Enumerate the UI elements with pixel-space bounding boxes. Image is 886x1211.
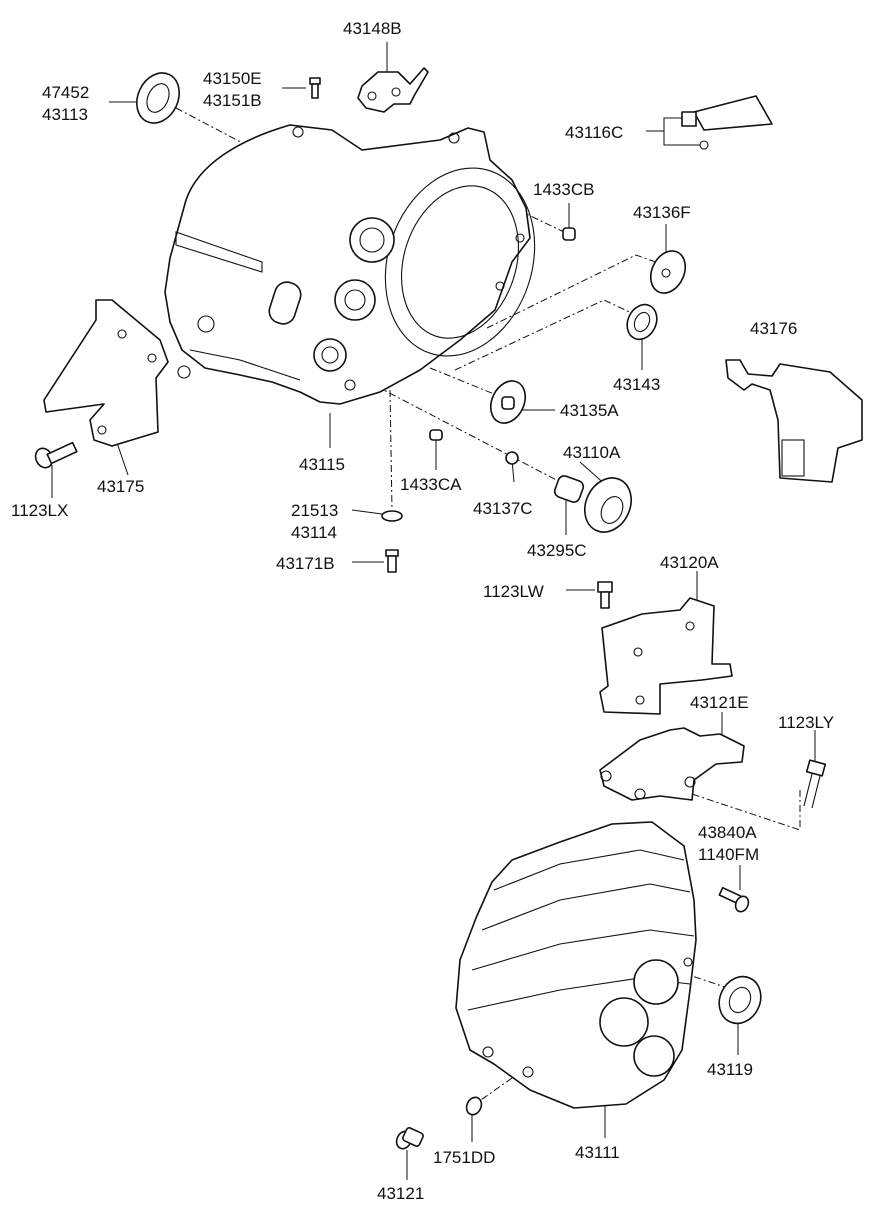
label-1433CB: 1433CB bbox=[533, 180, 594, 199]
label-43113: 43113 bbox=[42, 105, 88, 124]
leader-lines bbox=[51, 42, 816, 1180]
label-21513: 21513 bbox=[291, 501, 338, 520]
transaxle-case-43111 bbox=[455, 821, 697, 1109]
label-43136F: 43136F bbox=[633, 203, 691, 222]
label-1751DD: 1751DD bbox=[433, 1148, 495, 1167]
cover-43135A bbox=[489, 380, 527, 424]
label-43111: 43111 bbox=[575, 1143, 620, 1162]
label-43120A: 43120A bbox=[660, 553, 719, 572]
bracket-43176 bbox=[725, 359, 863, 483]
label-47452: 47452 bbox=[42, 83, 89, 102]
bolt-1140FM bbox=[718, 886, 750, 913]
transaxle-case-43115 bbox=[164, 124, 536, 405]
plug-43121 bbox=[395, 1127, 424, 1150]
label-1140FM: 1140FM bbox=[698, 845, 759, 864]
washer-1751DD bbox=[465, 1096, 483, 1116]
label-43135A: 43135A bbox=[560, 401, 619, 420]
label-43295C: 43295C bbox=[527, 541, 587, 560]
plug-43171B bbox=[385, 549, 399, 573]
label-43121: 43121 bbox=[377, 1184, 424, 1203]
bearing-43110A bbox=[584, 477, 632, 533]
label-43116C: 43116C bbox=[565, 123, 623, 142]
label-43840A: 43840A bbox=[698, 823, 757, 842]
pin-1433CA bbox=[429, 429, 443, 441]
label-43119: 43119 bbox=[707, 1060, 753, 1079]
label-1123LX: 1123LX bbox=[11, 501, 68, 520]
label-43110A: 43110A bbox=[563, 443, 621, 462]
part-labels: 43148B 47452 43113 43150E 43151B 43116C … bbox=[11, 19, 834, 1203]
cap-43136F bbox=[649, 250, 687, 294]
label-43121E: 43121E bbox=[690, 693, 749, 712]
label-43151B: 43151B bbox=[203, 91, 262, 110]
label-43137C: 43137C bbox=[473, 499, 533, 518]
label-43114: 43114 bbox=[291, 523, 337, 542]
label-43176: 43176 bbox=[750, 319, 797, 338]
bolt-1123LW bbox=[597, 581, 613, 609]
sealant-tube-43116C bbox=[681, 95, 773, 150]
seal-43143 bbox=[626, 303, 658, 341]
oil-seal-43119 bbox=[718, 975, 762, 1025]
oil-seal-43113 bbox=[136, 72, 180, 124]
bolt-1123LY bbox=[803, 759, 827, 809]
label-1123LW: 1123LW bbox=[483, 582, 544, 601]
bearing-43295C bbox=[553, 475, 585, 503]
label-43115: 43115 bbox=[299, 455, 345, 474]
label-43150E: 43150E bbox=[203, 69, 262, 88]
bolt-43150E bbox=[309, 77, 321, 99]
bracket-43175 bbox=[43, 299, 169, 447]
label-43175: 43175 bbox=[97, 477, 144, 496]
bracket-43121E bbox=[599, 727, 745, 801]
label-43171B: 43171B bbox=[276, 554, 335, 573]
washer-43114 bbox=[381, 510, 403, 522]
label-1433CA: 1433CA bbox=[400, 475, 462, 494]
label-1123LY: 1123LY bbox=[778, 713, 834, 732]
bolt-1123LX bbox=[34, 441, 78, 469]
label-43148B: 43148B bbox=[343, 19, 402, 38]
bracket-43148B bbox=[357, 67, 429, 113]
label-43143: 43143 bbox=[613, 375, 660, 394]
pin-1433CB bbox=[562, 227, 576, 241]
ring-43137C bbox=[505, 451, 519, 465]
bracket-43120A bbox=[599, 597, 733, 715]
